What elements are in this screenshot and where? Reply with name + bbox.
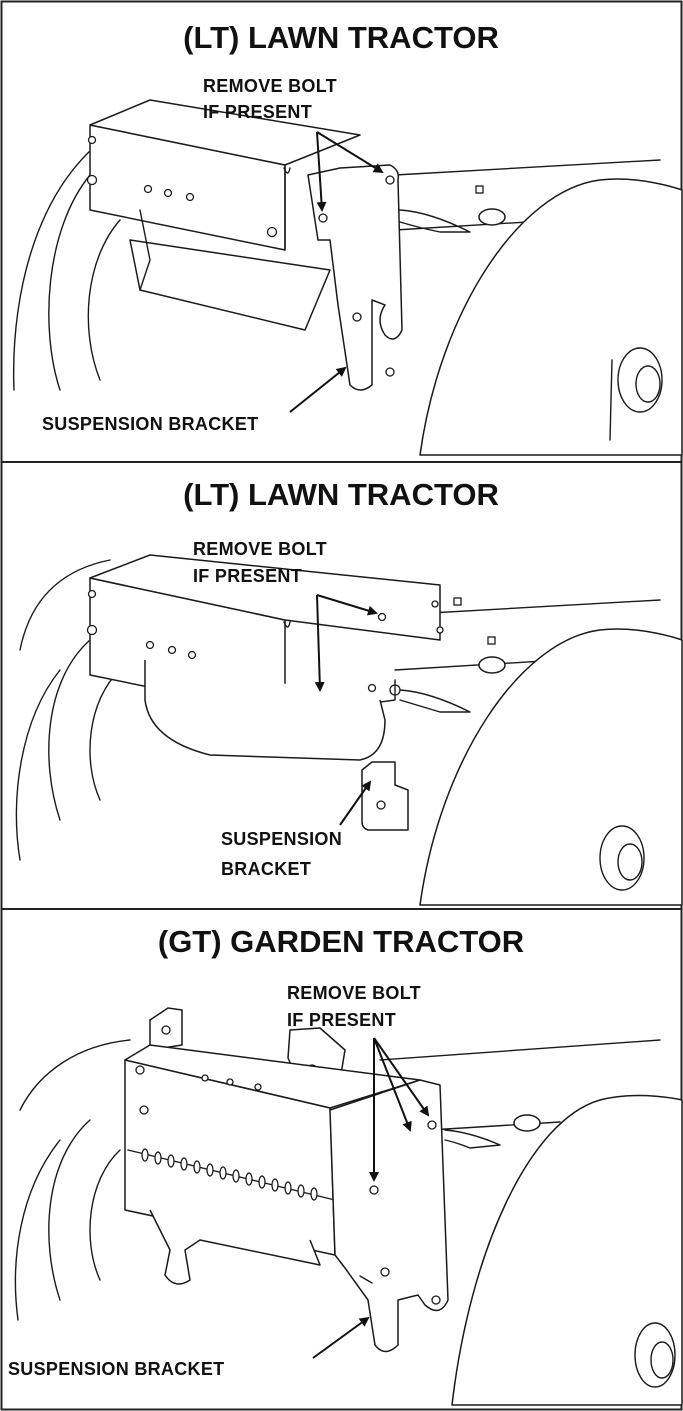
panel-1-remove-bolt-line1: REMOVE BOLT [203, 76, 337, 96]
panel-3: (GT) GARDEN TRACTOR REMOVE BOLT IF PRESE… [8, 924, 683, 1406]
panel-3-title: (GT) GARDEN TRACTOR [158, 924, 524, 959]
front-wheel-left [14, 1039, 131, 1321]
panel-3-remove-bolt-line1: REMOVE BOLT [287, 983, 421, 1003]
axle-slot-row [141, 1148, 318, 1201]
panel-2-remove-bolt-line1: REMOVE BOLT [193, 539, 327, 559]
panel-1-title: (LT) LAWN TRACTOR [183, 20, 499, 55]
frame-knob [478, 208, 506, 226]
panel-1: (LT) LAWN TRACTOR REMOVE BOLT IF PRESENT… [12, 20, 683, 456]
panel-2-remove-bolt-line2: IF PRESENT [193, 566, 302, 586]
frame-rail [379, 1039, 661, 1061]
suspension-bracket-1 [307, 164, 403, 391]
panel-3-arrow-bolt-b [373, 1037, 412, 1132]
panel-2-arrow-bracket [339, 780, 372, 826]
frame-slot [475, 185, 484, 194]
frame-rail [394, 159, 661, 176]
suspension-bracket-2 [361, 761, 409, 831]
axle-cross-member [144, 660, 386, 761]
panel-1-arrow-bolt-a [316, 131, 327, 212]
panel-1-arrow-bolt-b [316, 131, 384, 174]
front-wheel-right [419, 628, 683, 906]
panel-1-remove-bolt-line2: IF PRESENT [203, 102, 312, 122]
panel-2-arrow-bolt-a [314, 594, 325, 692]
lower-hook-left [149, 1209, 321, 1285]
frame-rail-lower [394, 659, 561, 671]
panel-1-suspension-bracket-label: SUSPENSION BRACKET [42, 414, 258, 434]
panel-3-arrow-bolt-c [373, 1037, 430, 1117]
axle-cross-member [129, 239, 331, 331]
panel-3-remove-bolt-line2: IF PRESENT [287, 1010, 396, 1030]
panel-3-suspension-bracket-label: SUSPENSION BRACKET [8, 1359, 224, 1379]
panel-3-arrow-bracket [312, 1316, 370, 1359]
front-wheel-right [451, 1094, 683, 1406]
panel-2-arrow-bolt-b [316, 594, 378, 616]
suspension-bracket-3 [329, 1079, 449, 1353]
panel-2-suspension-label-line2: BRACKET [221, 859, 311, 879]
front-wheel-left [15, 559, 121, 861]
front-wheel-right [419, 178, 683, 456]
panel-2-suspension-label-line1: SUSPENSION [221, 829, 342, 849]
front-axle [86, 99, 361, 251]
panel-2-title: (LT) LAWN TRACTOR [183, 477, 499, 512]
panel-2: (LT) LAWN TRACTOR REMOVE BOLT IF PRESENT… [15, 477, 683, 906]
panel-1-arrow-bracket [289, 366, 347, 413]
